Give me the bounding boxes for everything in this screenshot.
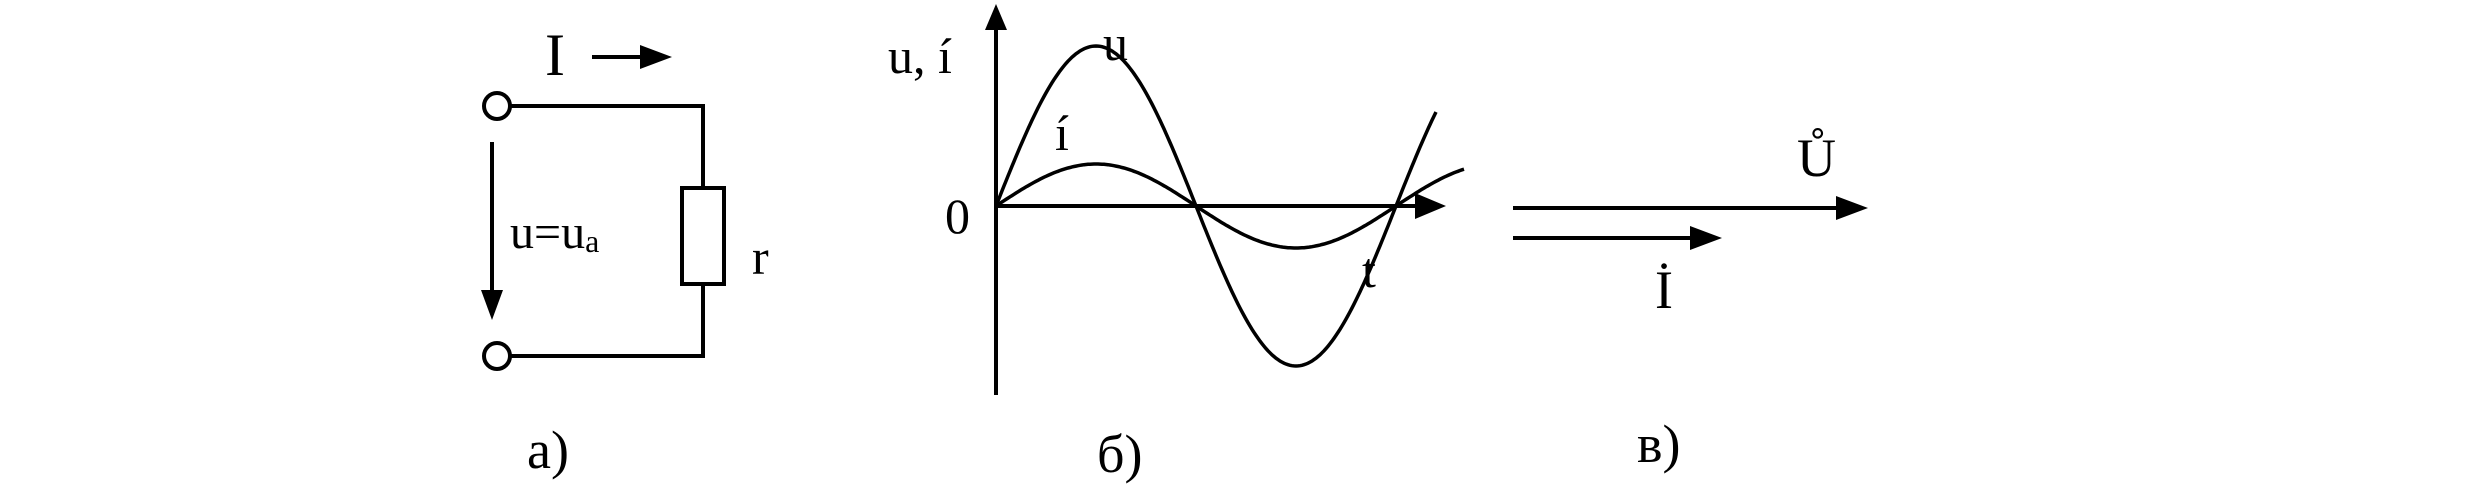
voltage-phasor-label: Ů [1797, 127, 1836, 188]
caption-c: в) [1637, 414, 1680, 474]
waveform-panel: u, í 0 t u í б) [888, 4, 1465, 484]
current-phasor-label: İ [1655, 260, 1673, 320]
resistor [680, 186, 726, 286]
voltage-waveform [994, 44, 1438, 368]
circuit-panel: I r u=ua а) [481, 22, 769, 480]
current-phasor-head [1690, 226, 1722, 250]
current-waveform [995, 162, 1465, 250]
resistor-label: r [752, 229, 769, 285]
current-arrow-head [640, 45, 672, 69]
phasor-panel: Ů İ в) [1513, 127, 1868, 474]
time-axis-arrowhead [1415, 193, 1446, 219]
bottom-wire [510, 284, 705, 358]
voltage-phasor-head [1836, 196, 1868, 220]
top-wire [510, 104, 705, 188]
current-curve-label: í [1055, 105, 1069, 161]
vertical-axis-arrowhead [985, 4, 1007, 30]
bottom-terminal [482, 341, 512, 371]
waveform-origin-label: 0 [945, 188, 970, 244]
voltage-arrow-head [481, 290, 503, 320]
current-label: I [545, 22, 565, 88]
caption-b: б) [1097, 424, 1142, 484]
voltage-label: u=ua [510, 206, 599, 259]
top-terminal [482, 91, 512, 121]
voltage-label-subscript: a [585, 223, 599, 259]
voltage-label-main: u=u [510, 206, 585, 259]
caption-a: а) [527, 420, 569, 480]
waveform-axis-label-y: u, í [888, 28, 952, 84]
